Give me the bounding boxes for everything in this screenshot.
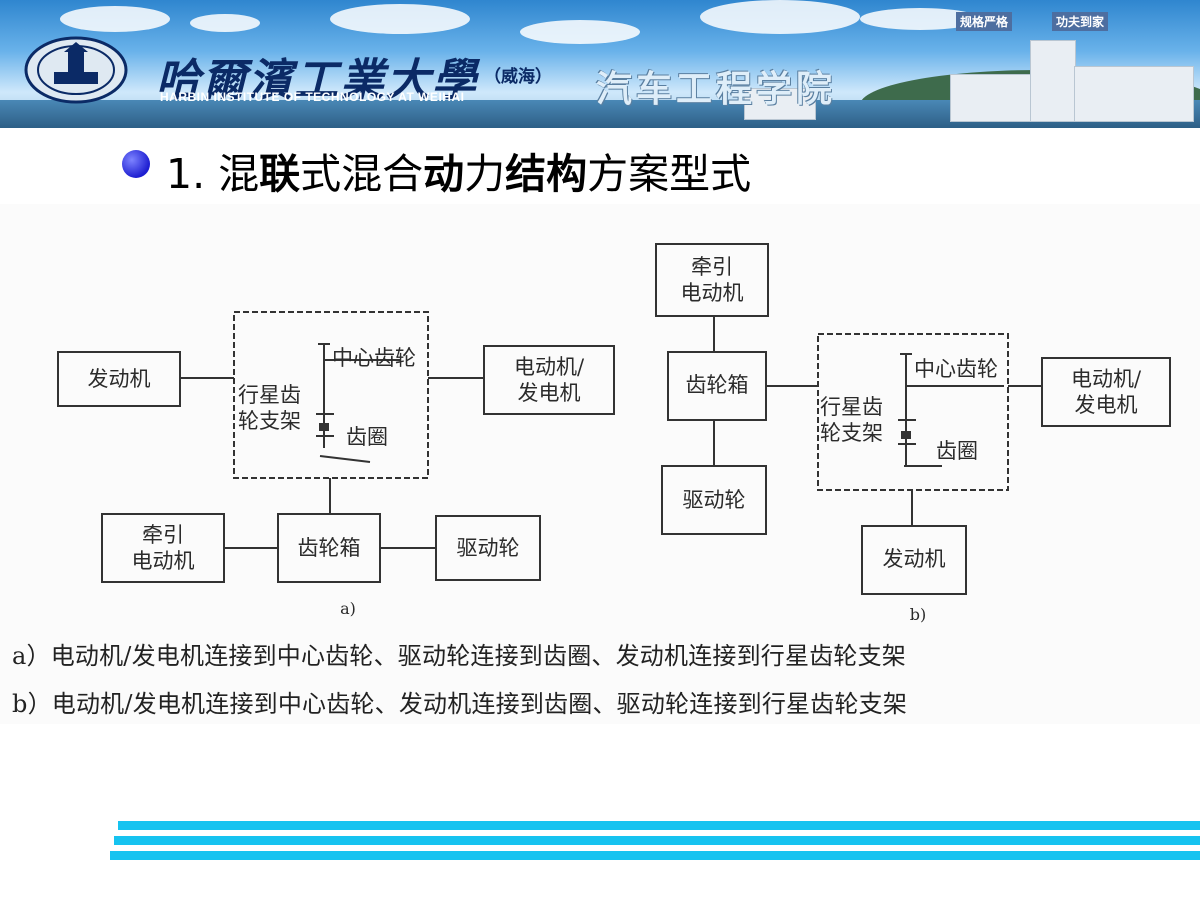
a-motor-gen-label-2: 发电机 xyxy=(518,381,581,405)
a-gearbox-label: 齿轮箱 xyxy=(298,536,361,560)
b-traction-motor-box xyxy=(655,243,769,317)
bullet-icon xyxy=(122,150,150,178)
b-gearbox-label: 齿轮箱 xyxy=(686,373,749,397)
a-drive-wheel-label: 驱动轮 xyxy=(457,536,520,560)
b-center-gear-label: 中心齿轮 xyxy=(914,357,998,381)
a-ring-gear-label: 齿圈 xyxy=(346,425,388,449)
decor-stripe-1 xyxy=(118,821,1200,830)
a-carrier-label-1: 行星齿 xyxy=(238,383,301,407)
b-carrier-label-1: 行星齿 xyxy=(820,395,883,419)
b-diagram-label: b) xyxy=(910,605,926,624)
b-engine-box xyxy=(861,525,967,595)
caption-b: b）电动机/发电机连接到中心齿轮、发动机连接到齿圈、驱动轮连接到行星齿轮支架 xyxy=(12,690,908,718)
decor-stripe-3 xyxy=(110,851,1200,860)
caption-a: a）电动机/发电机连接到中心齿轮、驱动轮连接到齿圈、发动机连接到行星齿轮支架 xyxy=(12,642,906,670)
a-motor-gen-label-1: 电动机/ xyxy=(514,355,585,379)
b-ring-gear-label: 齿圈 xyxy=(936,439,978,463)
b-motor-generator-box xyxy=(1041,357,1171,427)
slide-title: 1. 混联式混合动力结构方案型式 xyxy=(166,150,752,198)
motto-right: 功夫到家 xyxy=(1052,12,1109,31)
university-name-cn: 哈爾濱工業大學 xyxy=(156,55,478,106)
decor-stripe-2 xyxy=(114,836,1200,845)
motto-left: 规格严格 xyxy=(956,12,1013,31)
a-carrier-label-2: 轮支架 xyxy=(238,409,301,433)
b-traction-label-1: 牵引 xyxy=(691,255,733,279)
header-banner: 哈爾濱工業大學 （威海） HARBIN INSTITUTE OF TECHNOL… xyxy=(0,0,1200,128)
b-traction-label-2: 电动机 xyxy=(681,281,744,305)
college-name: 汽车工程学院 xyxy=(596,68,837,110)
diagram-image: 发动机 中心齿轮 行星齿 轮支架 齿圈 电动机/ 发电机 牵引 电动机 齿轮箱 … xyxy=(0,204,1200,724)
a-motor-generator-box xyxy=(483,345,615,415)
b-motor-gen-label-2: 发电机 xyxy=(1075,393,1138,417)
a-diagram-label: a) xyxy=(340,599,356,618)
university-name-en: HARBIN INSTITUTE OF TECHNOLOGY AT WEIHAI xyxy=(160,90,465,104)
a-traction-label-1: 牵引 xyxy=(142,523,184,547)
hybrid-structure-diagrams: 发动机 中心齿轮 行星齿 轮支架 齿圈 电动机/ 发电机 牵引 电动机 齿轮箱 … xyxy=(57,243,1171,624)
a-center-gear-label: 中心齿轮 xyxy=(332,346,416,370)
university-seal-logo xyxy=(24,36,128,104)
b-carrier-label-2: 轮支架 xyxy=(820,421,883,445)
b-motor-gen-label-1: 电动机/ xyxy=(1071,367,1142,391)
b-engine-label: 发动机 xyxy=(883,547,946,571)
campus-name: （威海） xyxy=(484,67,552,87)
a-engine-label: 发动机 xyxy=(88,367,151,391)
a-traction-label-2: 电动机 xyxy=(132,549,195,573)
b-drive-wheel-label: 驱动轮 xyxy=(683,488,746,512)
